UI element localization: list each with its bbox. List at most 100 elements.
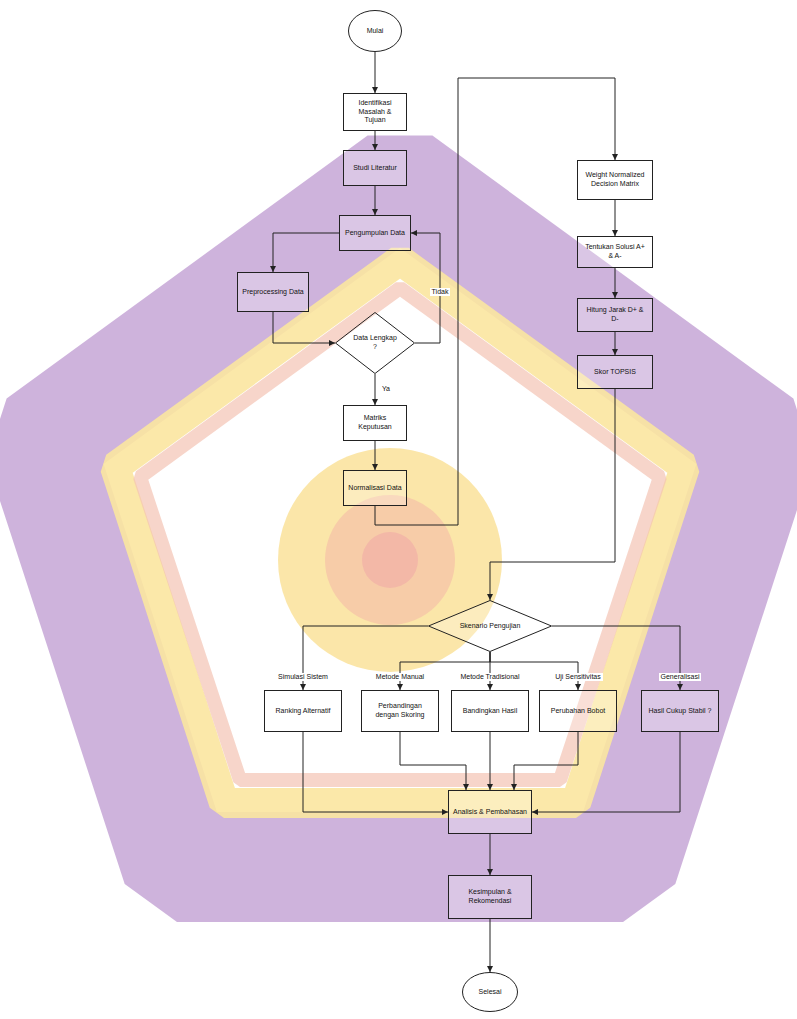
node-text-block: Kesimpulan & Rekomendasi: [453, 888, 527, 906]
node-text: Selesai: [470, 988, 510, 997]
node-text: Bandingkan Hasil: [456, 707, 524, 716]
process-box: Weight Normalized Decision Matrix: [577, 160, 653, 200]
diamond-shape: [429, 601, 552, 652]
flow-connector: [375, 131, 376, 150]
flow-connector: [400, 732, 466, 790]
process-box: Ranking Alternatif: [264, 690, 342, 732]
flow-connector: [490, 389, 615, 600]
node-text: Identifikasi Masalah & Tujuan: [348, 99, 402, 125]
edge-label: Simulasi Sistem: [276, 673, 330, 681]
watermark-band: [140, 288, 660, 780]
watermark-circle: [362, 532, 418, 588]
edge-label: Metode Tradisional: [458, 673, 521, 681]
node-text: Matriks Keputusan: [348, 414, 402, 432]
flow-connector: [532, 732, 680, 812]
node-text-block: Matriks Keputusan: [348, 414, 402, 432]
process-box: Hitung Jarak D+ & D-: [577, 298, 653, 332]
process-box: Studi Literatur: [343, 150, 407, 186]
node-text-block: Bandingkan Hasil: [456, 707, 524, 716]
process-box: Matriks Keputusan: [343, 405, 407, 441]
flow-connector: [615, 200, 616, 236]
node-text-block: Weight Normalized Decision Matrix: [582, 171, 648, 189]
process-box: Preprocessing Data: [237, 272, 309, 312]
process-box: Perbandingan dengan Skoring: [361, 690, 439, 732]
flow-connector: [490, 652, 578, 690]
process-box: Bandingkan Hasil: [451, 690, 529, 732]
node-text: Data Lengkap ?: [353, 334, 397, 352]
decision-diamond: Data Lengkap ?: [335, 312, 415, 374]
node-text: Pengumpulan Data: [344, 229, 406, 238]
flow-connector: [615, 268, 616, 298]
ellipse-shape: [349, 11, 402, 52]
flow-connector: [375, 441, 376, 470]
process-box: Kesimpulan & Rekomendasi: [448, 875, 532, 919]
node-text: Studi Literatur: [348, 164, 402, 173]
edge-label: Metode Manual: [374, 673, 426, 681]
node-text-block: Data Lengkap ?: [353, 334, 397, 352]
watermark-circle: [325, 495, 455, 625]
process-box: Normalisasi Data: [343, 470, 407, 506]
node-text-block: Mulai: [356, 27, 395, 36]
node-text: Tentukan Solusi A+ & A-: [582, 243, 648, 261]
node-text-block: Tentukan Solusi A+ & A-: [582, 243, 648, 261]
start-terminal: Mulai: [348, 10, 402, 52]
node-text: Kesimpulan & Rekomendasi: [453, 888, 527, 906]
edge-label: Ya: [380, 385, 392, 393]
node-text: Analisis & Pembahasan: [453, 808, 527, 817]
flow-connector: [615, 332, 616, 355]
node-text-block: Pengumpulan Data: [344, 229, 406, 238]
node-text-block: Preprocessing Data: [242, 288, 304, 297]
flow-connector: [490, 919, 491, 972]
node-text-block: Studi Literatur: [348, 164, 402, 173]
node-text: Perubahan Bobot: [544, 707, 612, 716]
flow-connector: [375, 374, 376, 405]
process-box: Tentukan Solusi A+ & A-: [577, 236, 653, 268]
node-text-block: Perubahan Bobot: [544, 707, 612, 716]
flow-connector: [273, 312, 335, 343]
flow-connector: [375, 52, 376, 93]
node-text-block: Skenario Pengujian: [456, 622, 524, 631]
node-text: Weight Normalized Decision Matrix: [582, 171, 648, 189]
process-box: Pengumpulan Data: [339, 215, 411, 251]
flow-connector: [273, 233, 339, 272]
node-text: Skor TOPSIS: [582, 368, 648, 377]
diamond-shape: [336, 313, 415, 374]
end-terminal: Selesai: [462, 972, 518, 1012]
process-box: Perubahan Bobot: [539, 690, 617, 732]
flow-connector: [490, 732, 491, 790]
node-text-block: Hitung Jarak D+ & D-: [582, 306, 648, 324]
edge-label: Uji Sensitivitas: [553, 673, 603, 681]
node-text-block: Skor TOPSIS: [582, 368, 648, 377]
node-text: Preprocessing Data: [242, 288, 304, 297]
flow-connector: [514, 732, 578, 790]
node-text: Normalisasi Data: [348, 484, 402, 493]
process-box: Skor TOPSIS: [577, 355, 653, 389]
node-text-block: Perbandingan dengan Skoring: [366, 702, 434, 720]
process-box: Identifikasi Masalah & Tujuan: [343, 93, 407, 131]
watermark-band: [115, 260, 685, 803]
decision-diamond: Skenario Pengujian: [428, 600, 552, 652]
node-text-block: Hasil Cukup Stabil ?: [646, 707, 714, 716]
ellipse-shape: [463, 973, 518, 1012]
node-text-block: Normalisasi Data: [348, 484, 402, 493]
flow-connector: [490, 834, 491, 875]
watermark-band: [39, 180, 761, 867]
node-text-block: Ranking Alternatif: [269, 707, 337, 716]
node-text: Mulai: [356, 27, 395, 36]
edge-label: Tidak: [430, 288, 451, 296]
node-text: Ranking Alternatif: [269, 707, 337, 716]
node-text-block: Identifikasi Masalah & Tujuan: [348, 99, 402, 125]
node-text: Skenario Pengujian: [456, 622, 524, 631]
node-text: Hitung Jarak D+ & D-: [582, 306, 648, 324]
edge-label: Generalisasi: [659, 673, 702, 681]
flow-connector: [400, 652, 490, 690]
flow-connector: [375, 186, 376, 215]
flow-connector: [303, 732, 448, 812]
process-box: Hasil Cukup Stabil ?: [641, 690, 719, 732]
node-text: Hasil Cukup Stabil ?: [646, 707, 714, 716]
node-text-block: Selesai: [470, 988, 510, 997]
node-text-block: Analisis & Pembahasan: [453, 808, 527, 817]
node-text: Perbandingan dengan Skoring: [366, 702, 434, 720]
process-box: Analisis & Pembahasan: [448, 790, 532, 834]
